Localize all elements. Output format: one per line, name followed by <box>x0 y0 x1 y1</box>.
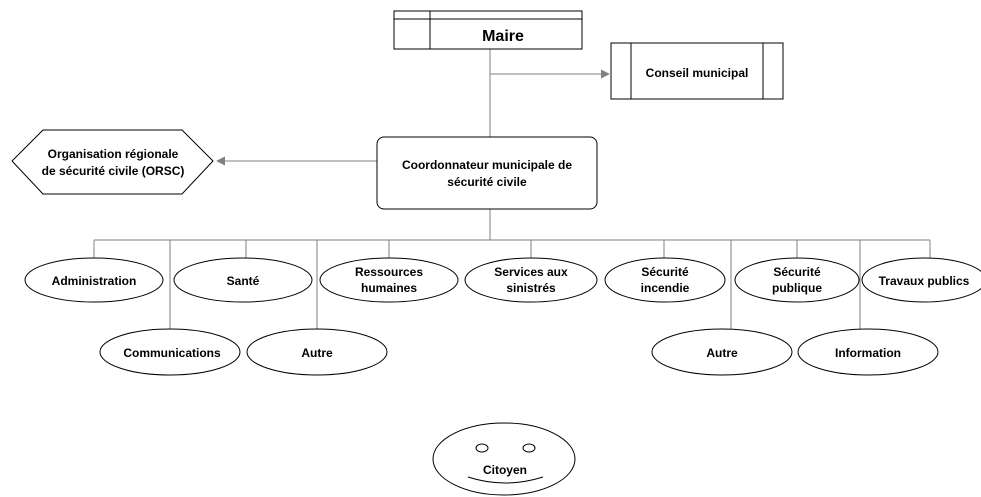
connectors <box>93 48 931 329</box>
maire-label: Maire <box>482 28 524 45</box>
node-label: Travaux publics <box>879 274 970 288</box>
conseil-municipal-label: Conseil municipal <box>646 66 749 80</box>
citoyen-smiley: Citoyen <box>432 422 576 496</box>
orsc-label-line-2: de sécurité civile (ORSC) <box>42 164 185 178</box>
node-ressources-humaines: Ressources humaines <box>319 257 459 303</box>
orsc-hexagon: Organisation régionale de sécurité civil… <box>11 129 214 195</box>
citoyen-face <box>432 422 576 496</box>
node-label: Administration <box>52 274 137 288</box>
conseil-municipal-box: Conseil municipal <box>610 42 784 100</box>
node-label: Santé <box>227 274 260 288</box>
coordonnateur-box: Coordonnateur municipale de sécurité civ… <box>376 136 598 210</box>
node-label-line-2: sinistrés <box>506 281 556 295</box>
node-autre-droite: Autre <box>651 328 793 376</box>
node-securite-incendie: Sécurité incendie <box>604 257 726 303</box>
node-label-line-2: humaines <box>361 281 417 295</box>
citoyen-mouth <box>467 476 544 484</box>
coordonnateur-label-line-2: sécurité civile <box>447 175 527 189</box>
node-label-line-1: Sécurité <box>773 265 821 279</box>
node-label: Information <box>835 346 901 360</box>
node-label-line-1: Sécurité <box>641 265 689 279</box>
node-securite-publique: Sécurité publique <box>734 257 860 303</box>
node-autre-gauche: Autre <box>246 328 388 376</box>
node-label-line-1: Services aux <box>494 265 568 279</box>
node-label-line-2: incendie <box>641 281 690 295</box>
departments: Administration Communications Santé Autr… <box>24 257 981 376</box>
node-information: Information <box>797 328 939 376</box>
node-communications: Communications <box>99 328 241 376</box>
node-label-line-1: Ressources <box>355 265 423 279</box>
node-administration: Administration <box>24 257 164 303</box>
node-sante: Santé <box>173 257 313 303</box>
node-label: Communications <box>123 346 221 360</box>
node-services-sinistres: Services aux sinistrés <box>464 257 598 303</box>
citoyen-right-eye <box>522 443 536 453</box>
node-label-line-2: publique <box>772 281 822 295</box>
node-label: Autre <box>706 346 738 360</box>
node-label: Autre <box>301 346 333 360</box>
node-travaux-publics: Travaux publics <box>861 257 981 303</box>
maire-box: Maire <box>393 10 583 50</box>
orsc-label-line-1: Organisation régionale <box>48 147 179 161</box>
citoyen-label: Citoyen <box>483 463 527 477</box>
citoyen-left-eye <box>475 443 489 453</box>
coordonnateur-label-line-1: Coordonnateur municipale de <box>402 158 572 172</box>
